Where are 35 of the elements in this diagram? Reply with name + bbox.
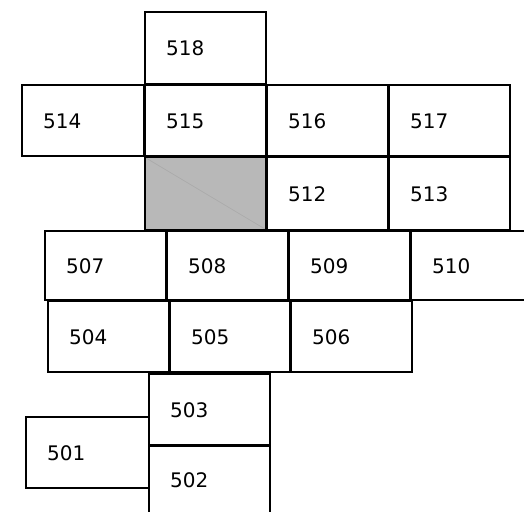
room-number: 512 [288,182,326,206]
room-box [388,156,511,231]
room-number: 508 [188,254,226,278]
room-number: 517 [410,108,448,132]
room-box [21,84,145,157]
room-box [144,84,267,157]
room-number: 509 [310,254,348,278]
room-box [148,445,271,512]
room-box [166,230,289,301]
room-box [25,416,150,489]
room-number: 505 [191,324,230,348]
room-number: 504 [69,324,108,348]
room-box [144,11,267,85]
room-number: 514 [43,108,82,132]
room-number: 501 [47,440,86,464]
room-box [169,300,291,373]
room-number: 507 [66,254,104,278]
room-box [290,300,413,373]
room-number: 513 [410,182,448,206]
room-number: 502 [170,468,208,492]
room-box [148,373,271,446]
room-number: 506 [312,324,350,348]
room-box [266,156,389,231]
room-number: 510 [432,254,470,278]
room-box [288,230,411,301]
room-box [410,230,524,301]
room-box [266,84,389,157]
room-number: 503 [170,398,208,422]
room-number: 518 [166,36,204,60]
room-box [44,230,167,301]
room-number: 515 [166,108,204,132]
room-number: 516 [288,108,326,132]
shaded-box [144,156,267,231]
room-box [47,300,170,373]
room-box [388,84,511,157]
